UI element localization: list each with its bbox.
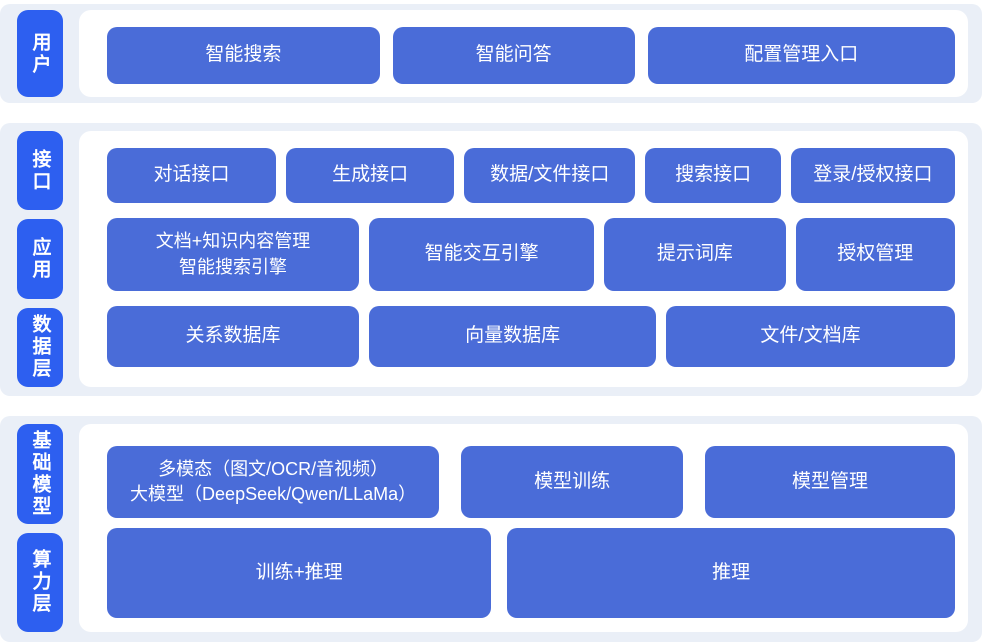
node-vector-db: 向量数据库 <box>369 306 657 367</box>
user-layer-card: 智能搜索 智能问答 配置管理入口 <box>79 10 968 97</box>
data-layer-row: 关系数据库 向量数据库 文件/文档库 <box>107 306 955 367</box>
application-row: 文档+知识内容管理 智能搜索引擎 智能交互引擎 提示词库 授权管理 <box>107 218 955 291</box>
user-layer-row: 智能搜索 智能问答 配置管理入口 <box>107 27 955 84</box>
node-doc-knowledge-search-engine: 文档+知识内容管理 智能搜索引擎 <box>107 218 360 291</box>
node-multimodal-llm: 多模态（图文/OCR/音视频） 大模型（DeepSeek/Qwen/LLaMa） <box>107 446 440 518</box>
node-inference: 推理 <box>507 528 955 618</box>
layer-pill-user: 用户 <box>17 10 63 97</box>
compute-layer-row: 训练+推理 推理 <box>107 528 955 618</box>
node-config-admin-entry: 配置管理入口 <box>647 27 955 84</box>
layer-pill-interface: 接口 <box>17 131 63 211</box>
node-model-management: 模型管理 <box>705 446 955 518</box>
node-train-inference: 训练+推理 <box>107 528 492 618</box>
node-search-api: 搜索接口 <box>645 148 781 203</box>
interface-row: 对话接口 生成接口 数据/文件接口 搜索接口 登录/授权接口 <box>107 148 955 203</box>
node-model-training: 模型训练 <box>461 446 684 518</box>
node-prompt-library: 提示词库 <box>604 218 786 291</box>
section-interface-app-data: 接口 应用 数据层 对话接口 生成接口 数据/文件接口 搜索接口 登录/授权接口… <box>0 123 982 396</box>
node-data-file-api: 数据/文件接口 <box>464 148 636 203</box>
layer-pill-application: 应用 <box>17 219 63 299</box>
node-smart-search: 智能搜索 <box>107 27 380 84</box>
node-smart-qa: 智能问答 <box>392 27 635 84</box>
layer-pill-foundation-model: 基础模型 <box>17 424 63 524</box>
mid-pill-column: 接口 应用 数据层 <box>17 131 63 387</box>
node-relational-db: 关系数据库 <box>107 306 360 367</box>
node-login-auth-api: 登录/授权接口 <box>790 148 955 203</box>
node-auth-management: 授权管理 <box>795 218 955 291</box>
node-file-doc-store: 文件/文档库 <box>666 306 955 367</box>
user-layer-pill-column: 用户 <box>17 10 63 97</box>
section-user-layer: 用户 智能搜索 智能问答 配置管理入口 <box>0 4 982 103</box>
section-foundation-compute: 基础模型 算力层 多模态（图文/OCR/音视频） 大模型（DeepSeek/Qw… <box>0 416 982 642</box>
foundation-model-row: 多模态（图文/OCR/音视频） 大模型（DeepSeek/Qwen/LLaMa）… <box>107 446 955 518</box>
layer-pill-data-layer: 数据层 <box>17 307 63 387</box>
node-smart-interaction-engine: 智能交互引擎 <box>369 218 595 291</box>
mid-card: 对话接口 生成接口 数据/文件接口 搜索接口 登录/授权接口 文档+知识内容管理… <box>79 131 968 387</box>
node-dialog-api: 对话接口 <box>107 148 277 203</box>
base-pill-column: 基础模型 算力层 <box>17 424 63 632</box>
base-card: 多模态（图文/OCR/音视频） 大模型（DeepSeek/Qwen/LLaMa）… <box>79 424 968 632</box>
layer-pill-compute-layer: 算力层 <box>17 532 63 632</box>
node-generation-api: 生成接口 <box>286 148 455 203</box>
